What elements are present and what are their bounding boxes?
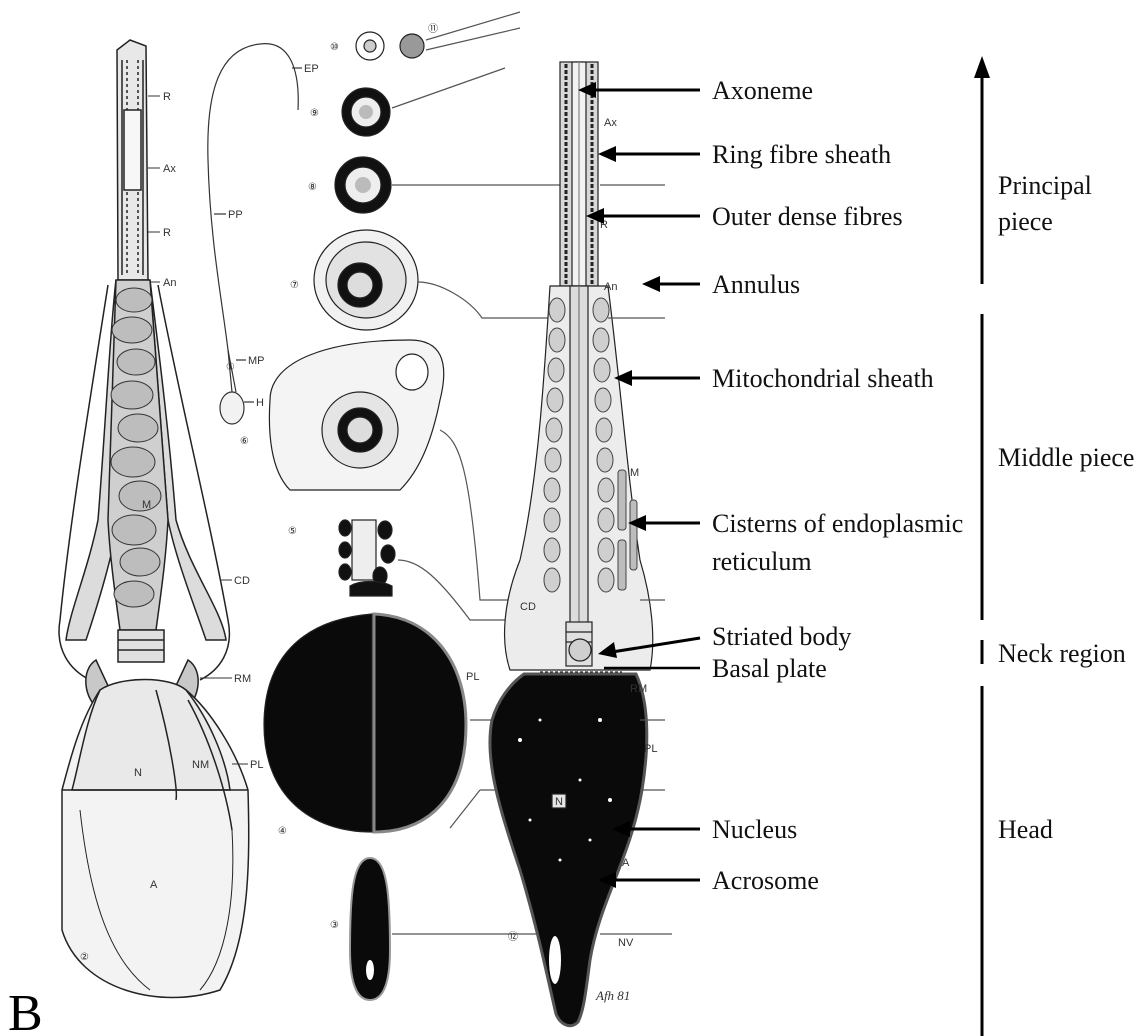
section-number-10: ⑩	[330, 42, 339, 53]
label-acrosome: Acrosome	[712, 866, 819, 895]
label-Ax: Ax	[604, 117, 617, 129]
section-number-6: ⑥	[240, 436, 249, 447]
artist-signature: Afh 81	[595, 988, 630, 1003]
label-CD: CD	[520, 601, 536, 613]
section-number-5: ⑤	[288, 526, 297, 537]
label-cisterns: Cisterns of endoplasmic	[712, 509, 963, 538]
label-RM: RM	[234, 673, 251, 685]
region-neck: Neck region	[998, 639, 1126, 668]
label-M: M	[142, 499, 151, 511]
section-number-8: ⑧	[308, 182, 317, 193]
label-NV: NV	[618, 937, 634, 949]
label-nucleus: Nucleus	[712, 815, 797, 844]
label-MP: MP	[248, 355, 265, 367]
region-head: Head	[998, 815, 1053, 844]
section-number-7: ⑦	[290, 280, 299, 291]
section-number-1: ①	[226, 362, 235, 373]
annotation-labels: Axoneme Ring fibre sheath Outer dense fi…	[712, 76, 963, 895]
label-R: R	[163, 91, 171, 103]
region-principal-line2: piece	[998, 207, 1053, 236]
label-An: An	[163, 277, 176, 289]
label-N: N	[134, 767, 142, 779]
label-N: N	[555, 796, 563, 808]
section-number-12: ⑫	[508, 931, 518, 943]
label-RM: RM	[630, 683, 647, 695]
label-basal-plate: Basal plate	[712, 654, 827, 683]
label-PL: PL	[466, 671, 479, 683]
region-scale	[974, 56, 990, 1036]
label-A: A	[622, 857, 630, 869]
label-A: A	[150, 879, 158, 891]
label-outer-dense-fibres: Outer dense fibres	[712, 202, 903, 231]
section-number-3: ③	[330, 920, 339, 931]
region-labels: Principal piece Middle piece Neck region…	[998, 171, 1134, 844]
label-H: H	[256, 397, 264, 409]
label-mitochondrial-sheath: Mitochondrial sheath	[712, 364, 934, 393]
section-number-11: ⑪	[428, 23, 438, 35]
label-PL: PL	[644, 743, 657, 755]
section-number-2: ②	[80, 952, 89, 963]
label-CD: CD	[234, 575, 250, 587]
label-reticulum: reticulum	[712, 547, 812, 576]
label-PP: PP	[228, 209, 243, 221]
label-ring-fibre-sheath: Ring fibre sheath	[712, 140, 891, 169]
label-EP: EP	[304, 63, 319, 75]
label-R: R	[163, 227, 171, 239]
whole-sperm-drawing	[59, 40, 249, 998]
section-number-9: ⑨	[310, 108, 319, 119]
label-annulus: Annulus	[712, 270, 800, 299]
section-number-4: ④	[278, 826, 287, 837]
label-striated-body: Striated body	[712, 622, 851, 651]
panel-letter: B	[8, 985, 43, 1036]
label-PL: PL	[250, 759, 263, 771]
label-Ax: Ax	[163, 163, 176, 175]
label-M: M	[630, 467, 639, 479]
label-NM: NM	[192, 759, 209, 771]
region-principal-line1: Principal	[998, 171, 1092, 200]
region-middle-piece: Middle piece	[998, 443, 1134, 472]
label-axoneme: Axoneme	[712, 76, 813, 105]
label-An: An	[604, 281, 617, 293]
